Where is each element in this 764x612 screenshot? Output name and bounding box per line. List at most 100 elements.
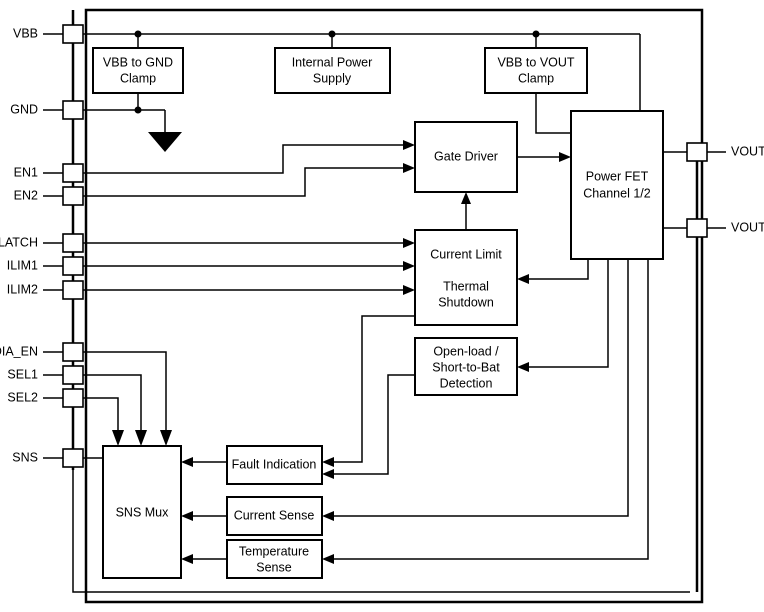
- pin-dia-en[interactable]: DIA_EN: [0, 342, 84, 362]
- block-internal-power-supply: Internal Power Supply: [274, 47, 391, 94]
- pin-pad-vbb[interactable]: [62, 24, 84, 44]
- junction-gnd: [134, 106, 142, 114]
- pin-pad-dia-en[interactable]: [62, 342, 84, 362]
- pin-pad-vout2[interactable]: [686, 218, 708, 238]
- pin-pad-ilim2[interactable]: [62, 280, 84, 300]
- pin-pad-gnd[interactable]: [62, 100, 84, 120]
- pin-sel2[interactable]: SEL2: [7, 388, 84, 408]
- wire-current-limit-to-fault-indication: [329, 315, 415, 463]
- junction-vbb-gnd-clamp: [134, 30, 142, 38]
- pin-label-en2: EN2: [14, 188, 38, 202]
- pin-ilim2[interactable]: ILIM2: [7, 280, 84, 300]
- pin-pad-ilim1[interactable]: [62, 256, 84, 276]
- wire-en1-to-gate-driver: [83, 144, 408, 174]
- block-label-open-load-line1: Open-load /: [433, 344, 499, 358]
- arrow-dia-en-sns-mux: [160, 430, 172, 446]
- pin-label-ilim1: ILIM1: [7, 258, 38, 272]
- block-vbb-to-vout-clamp: VBB to VOUT Clamp: [484, 47, 588, 94]
- wire-power-fet-to-temperature-sense: [329, 259, 649, 560]
- wire-power-fet-to-open-load: [524, 259, 609, 368]
- block-temperature-sense: Temperature Sense: [226, 539, 323, 579]
- pin-label-ilim2: ILIM2: [7, 282, 38, 296]
- pin-vout2[interactable]: VOUT2: [686, 218, 764, 238]
- wire-dia-en-to-sns-mux: [83, 351, 167, 432]
- arrow-temperature-sense-sns-mux: [181, 554, 193, 564]
- pin-pad-sel2[interactable]: [62, 388, 84, 408]
- arrow-en2-gate-driver: [403, 163, 415, 173]
- wire-open-load-to-fault-indication: [329, 374, 415, 475]
- pin-sel1[interactable]: SEL1: [7, 365, 84, 385]
- block-fault-indication: Fault Indication: [226, 445, 323, 485]
- block-label-vbb-to-gnd-clamp-line2: Clamp: [120, 71, 156, 85]
- block-label-gate-driver: Gate Driver: [434, 149, 498, 163]
- pin-vbb[interactable]: VBB: [13, 24, 84, 44]
- pin-pad-sel1[interactable]: [62, 365, 84, 385]
- pin-en2[interactable]: EN2: [14, 186, 84, 206]
- ground-symbol-icon: [148, 132, 182, 152]
- pin-ilim1[interactable]: ILIM1: [7, 256, 84, 276]
- block-label-open-load-line3: Detection: [440, 376, 493, 390]
- block-label-internal-power-supply-line1: Internal Power: [292, 55, 373, 69]
- block-label-power-fet-line1: Power FET: [586, 169, 649, 183]
- pin-label-vbb: VBB: [13, 26, 38, 40]
- wire-power-fet-to-current-sense: [329, 259, 629, 517]
- pin-latch[interactable]: LATCH: [0, 233, 84, 253]
- block-current-sense: Current Sense: [226, 496, 323, 536]
- block-vbb-to-gnd-clamp: VBB to GND Clamp: [92, 47, 184, 94]
- block-label-shutdown: Shutdown: [438, 295, 494, 309]
- pin-vout1[interactable]: VOUT1: [686, 142, 764, 162]
- block-label-thermal: Thermal: [443, 279, 489, 293]
- pin-pad-en2[interactable]: [62, 186, 84, 206]
- wire-sel1-to-sns-mux: [83, 374, 142, 432]
- arrow-power-fet-current-sense: [322, 511, 334, 521]
- block-current-limit-thermal-shutdown: Current Limit Thermal Shutdown: [414, 229, 518, 326]
- device-boundary-frame: [84, 8, 704, 604]
- block-label-fault-indication: Fault Indication: [232, 457, 317, 471]
- arrow-current-sense-sns-mux: [181, 511, 193, 521]
- arrow-sel1-sns-mux: [135, 430, 147, 446]
- arrow-power-fet-current-limit: [517, 274, 529, 284]
- block-label-power-fet-line2: Channel 1/2: [583, 186, 650, 200]
- wire-vout-clamp-to-power-fet: [535, 93, 571, 134]
- arrow-open-load-fault: [322, 469, 334, 479]
- block-label-sns-mux: SNS Mux: [116, 505, 170, 519]
- block-label-vbb-to-vout-clamp-line2: Clamp: [518, 71, 554, 85]
- pin-pad-sns[interactable]: [62, 448, 84, 468]
- pin-en1[interactable]: EN1: [14, 163, 84, 183]
- pin-pad-vout1[interactable]: [686, 142, 708, 162]
- arrow-latch-current-limit: [403, 238, 415, 248]
- block-label-temperature-sense-line1: Temperature: [239, 544, 309, 558]
- block-power-fet: Power FET Channel 1/2: [570, 110, 664, 260]
- pin-label-sns: SNS: [12, 450, 38, 464]
- block-label-internal-power-supply-line2: Supply: [313, 71, 352, 85]
- wire-bottom-return-rail: [72, 458, 690, 593]
- pin-sns[interactable]: SNS: [12, 448, 84, 468]
- arrow-ilim2-current-limit: [403, 285, 415, 295]
- block-label-current-limit: Current Limit: [430, 247, 502, 261]
- pin-label-latch: LATCH: [0, 235, 38, 249]
- pin-label-sel2: SEL2: [7, 390, 38, 404]
- pin-pad-en1[interactable]: [62, 163, 84, 183]
- pin-label-sel1: SEL1: [7, 367, 38, 381]
- arrow-current-limit-gate-driver: [461, 192, 471, 204]
- block-label-open-load-line2: Short-to-Bat: [432, 360, 500, 374]
- wire-power-fet-to-current-limit: [524, 259, 589, 280]
- pin-label-en1: EN1: [14, 165, 38, 179]
- junction-vbb-vout-clamp: [532, 30, 540, 38]
- block-gate-driver: Gate Driver: [414, 121, 518, 193]
- pin-gnd[interactable]: GND: [10, 100, 84, 120]
- pin-pad-latch[interactable]: [62, 233, 84, 253]
- arrow-sel2-sns-mux: [112, 430, 124, 446]
- pin-label-vout2: VOUT2: [731, 220, 764, 234]
- pin-label-dia-en: DIA_EN: [0, 344, 38, 358]
- wire-sel2-to-sns-mux: [83, 397, 119, 432]
- pin-label-gnd: GND: [10, 102, 38, 116]
- arrow-ilim1-current-limit: [403, 261, 415, 271]
- block-open-load-short-to-bat-detection: Open-load / Short-to-Bat Detection: [414, 337, 518, 396]
- block-label-current-sense: Current Sense: [234, 508, 315, 522]
- junction-vbb-internal-supply: [328, 30, 336, 38]
- pin-label-vout1: VOUT1: [731, 144, 764, 158]
- arrow-power-fet-temperature-sense: [322, 554, 334, 564]
